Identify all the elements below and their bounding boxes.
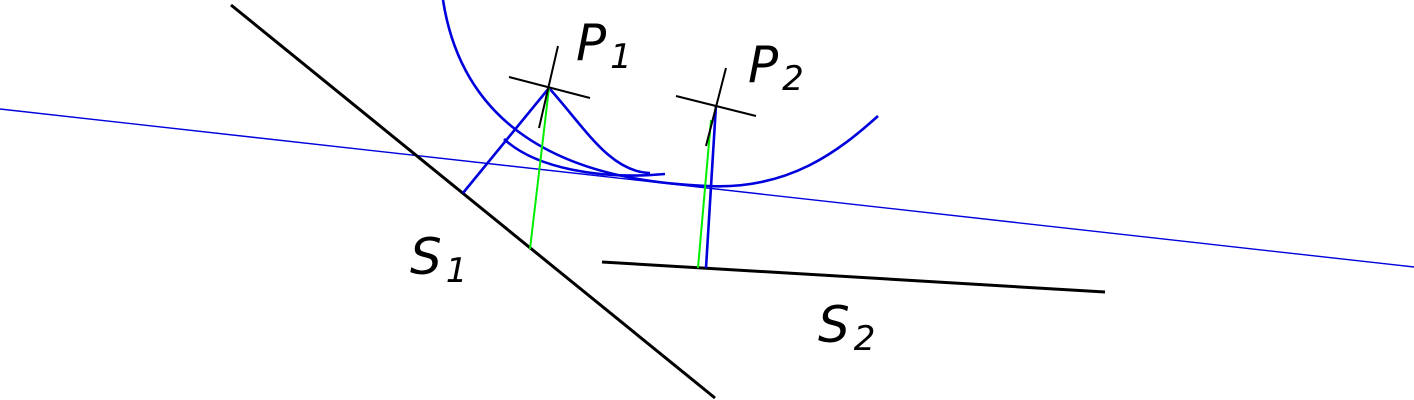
projection-p1-s1 [529, 87, 550, 250]
perpendicular-p1-s1 [461, 87, 551, 194]
perpendicular-p2-s2 [704, 104, 718, 269]
segment-s1 [230, 3, 716, 400]
cross-marker-p2 [675, 67, 757, 147]
cross-marker-p1 [508, 45, 591, 129]
segment-s2 [601, 260, 1106, 294]
projection-p2-s2 [697, 119, 712, 269]
curve-from-p1 [548, 87, 651, 175]
curve-lower-arc [503, 138, 666, 177]
bisector-line [0, 108, 1414, 268]
curve-main [441, 0, 879, 188]
